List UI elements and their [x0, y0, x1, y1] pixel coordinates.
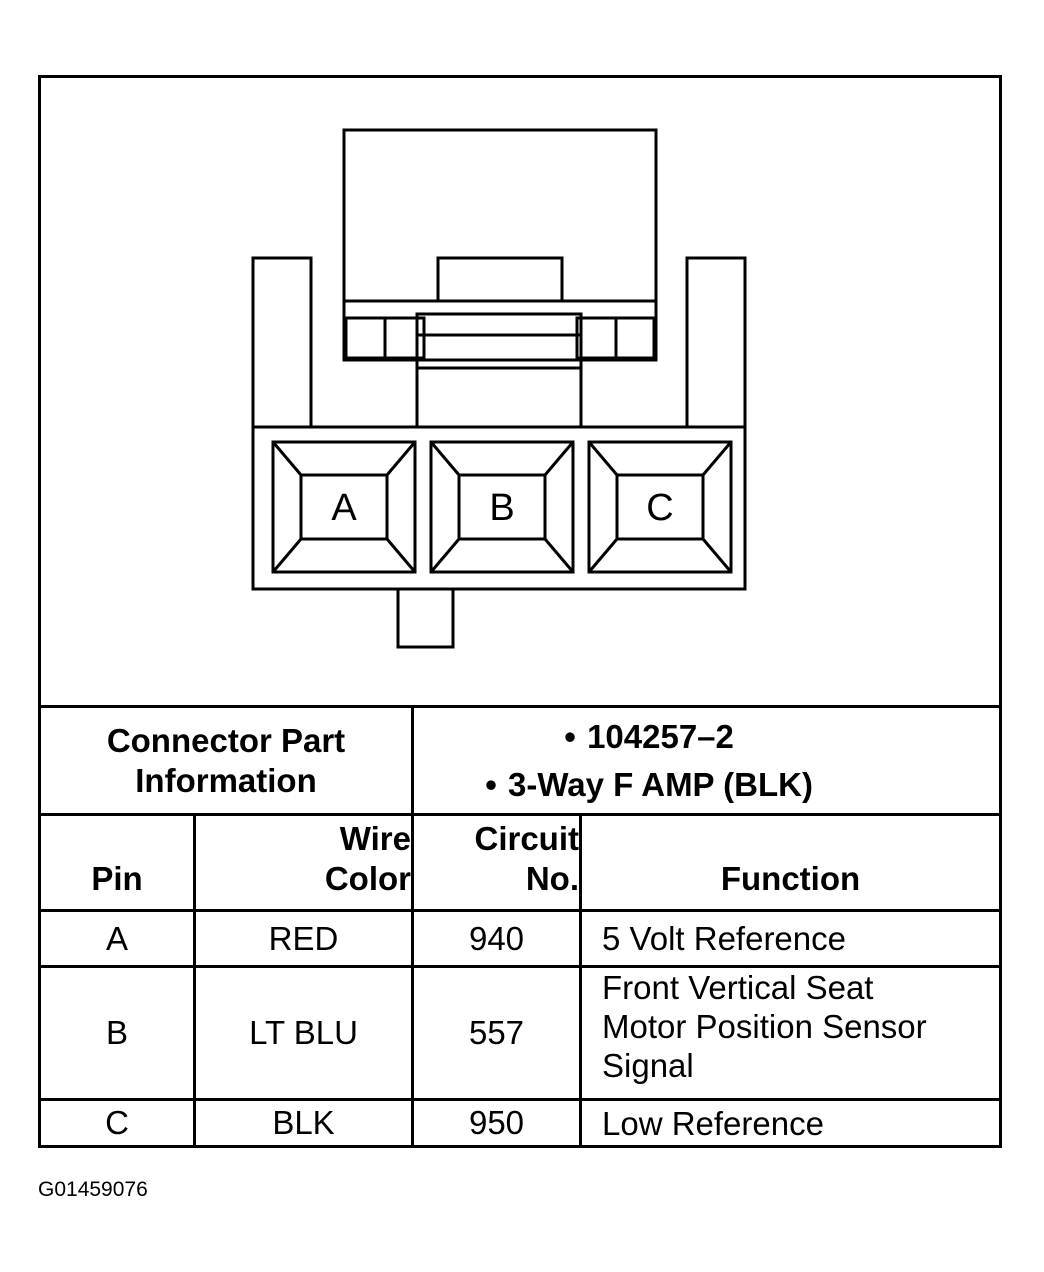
diagram-frame: A B C Connector Part Information 104257–2 …: [38, 75, 1002, 1148]
row-c-function-line1: Low Reference: [602, 1104, 824, 1142]
header-circuit-no: Circuit No.: [414, 816, 579, 909]
header-circuit-line2: No.: [525, 860, 579, 897]
pin-cavity-c: C: [587, 440, 733, 574]
row-b-function-line1: Front Vertical Seat: [602, 969, 874, 1006]
pin-label-b: B: [489, 487, 514, 529]
row-a-pin: A: [105, 919, 128, 957]
connector-description: 3-Way F AMP (BLK): [474, 761, 813, 809]
row-c-circuit: 950: [468, 1104, 525, 1141]
row-b-function: Front Vertical Seat Motor Position Senso…: [582, 968, 999, 1098]
row-a-function-line1: 5 Volt Reference: [602, 920, 846, 957]
pin-cavity-a: A: [271, 440, 417, 574]
row-b-function-line2: Motor Position Sensor: [602, 1008, 927, 1045]
row-a-function: 5 Volt Reference: [582, 912, 999, 965]
row-c-color: BLK: [272, 1104, 335, 1141]
header-pin: Pin: [41, 816, 193, 909]
row-b-function-line3: Signal: [602, 1047, 694, 1084]
pin-cavity-b: B: [429, 440, 575, 574]
part-number: 104257–2: [474, 713, 813, 761]
connector-illustration: A B C: [251, 128, 747, 649]
header-wire-line1: Wire: [339, 820, 411, 857]
header-function: Function: [582, 816, 999, 909]
header-circuit-line1: Circuit: [474, 820, 579, 857]
row-b-color: LT BLU: [249, 1014, 358, 1051]
row-b-circuit: 557: [468, 1014, 525, 1051]
part-info-label-line2: Information: [135, 761, 317, 799]
part-info-label: Connector Part Information: [41, 708, 411, 813]
header-wire-line2: Color: [324, 860, 411, 897]
part-info-values: 104257–2 3-Way F AMP (BLK): [414, 708, 999, 813]
row-a-circuit: 940: [468, 919, 525, 957]
header-pin-label: Pin: [91, 860, 143, 897]
figure-id: G01459076: [38, 1178, 148, 1201]
part-info-label-line1: Connector Part: [106, 721, 346, 759]
row-a-color: RED: [268, 919, 339, 957]
pin-label-c: C: [646, 487, 673, 529]
row-b-pin: B: [105, 1014, 128, 1051]
row-c-pin: C: [105, 1104, 129, 1141]
row-c-function: Low Reference: [582, 1101, 999, 1145]
connector-body: [251, 128, 747, 649]
pin-label-a: A: [331, 487, 357, 529]
header-function-label: Function: [720, 860, 861, 897]
header-wire-color: Wire Color: [196, 816, 411, 909]
